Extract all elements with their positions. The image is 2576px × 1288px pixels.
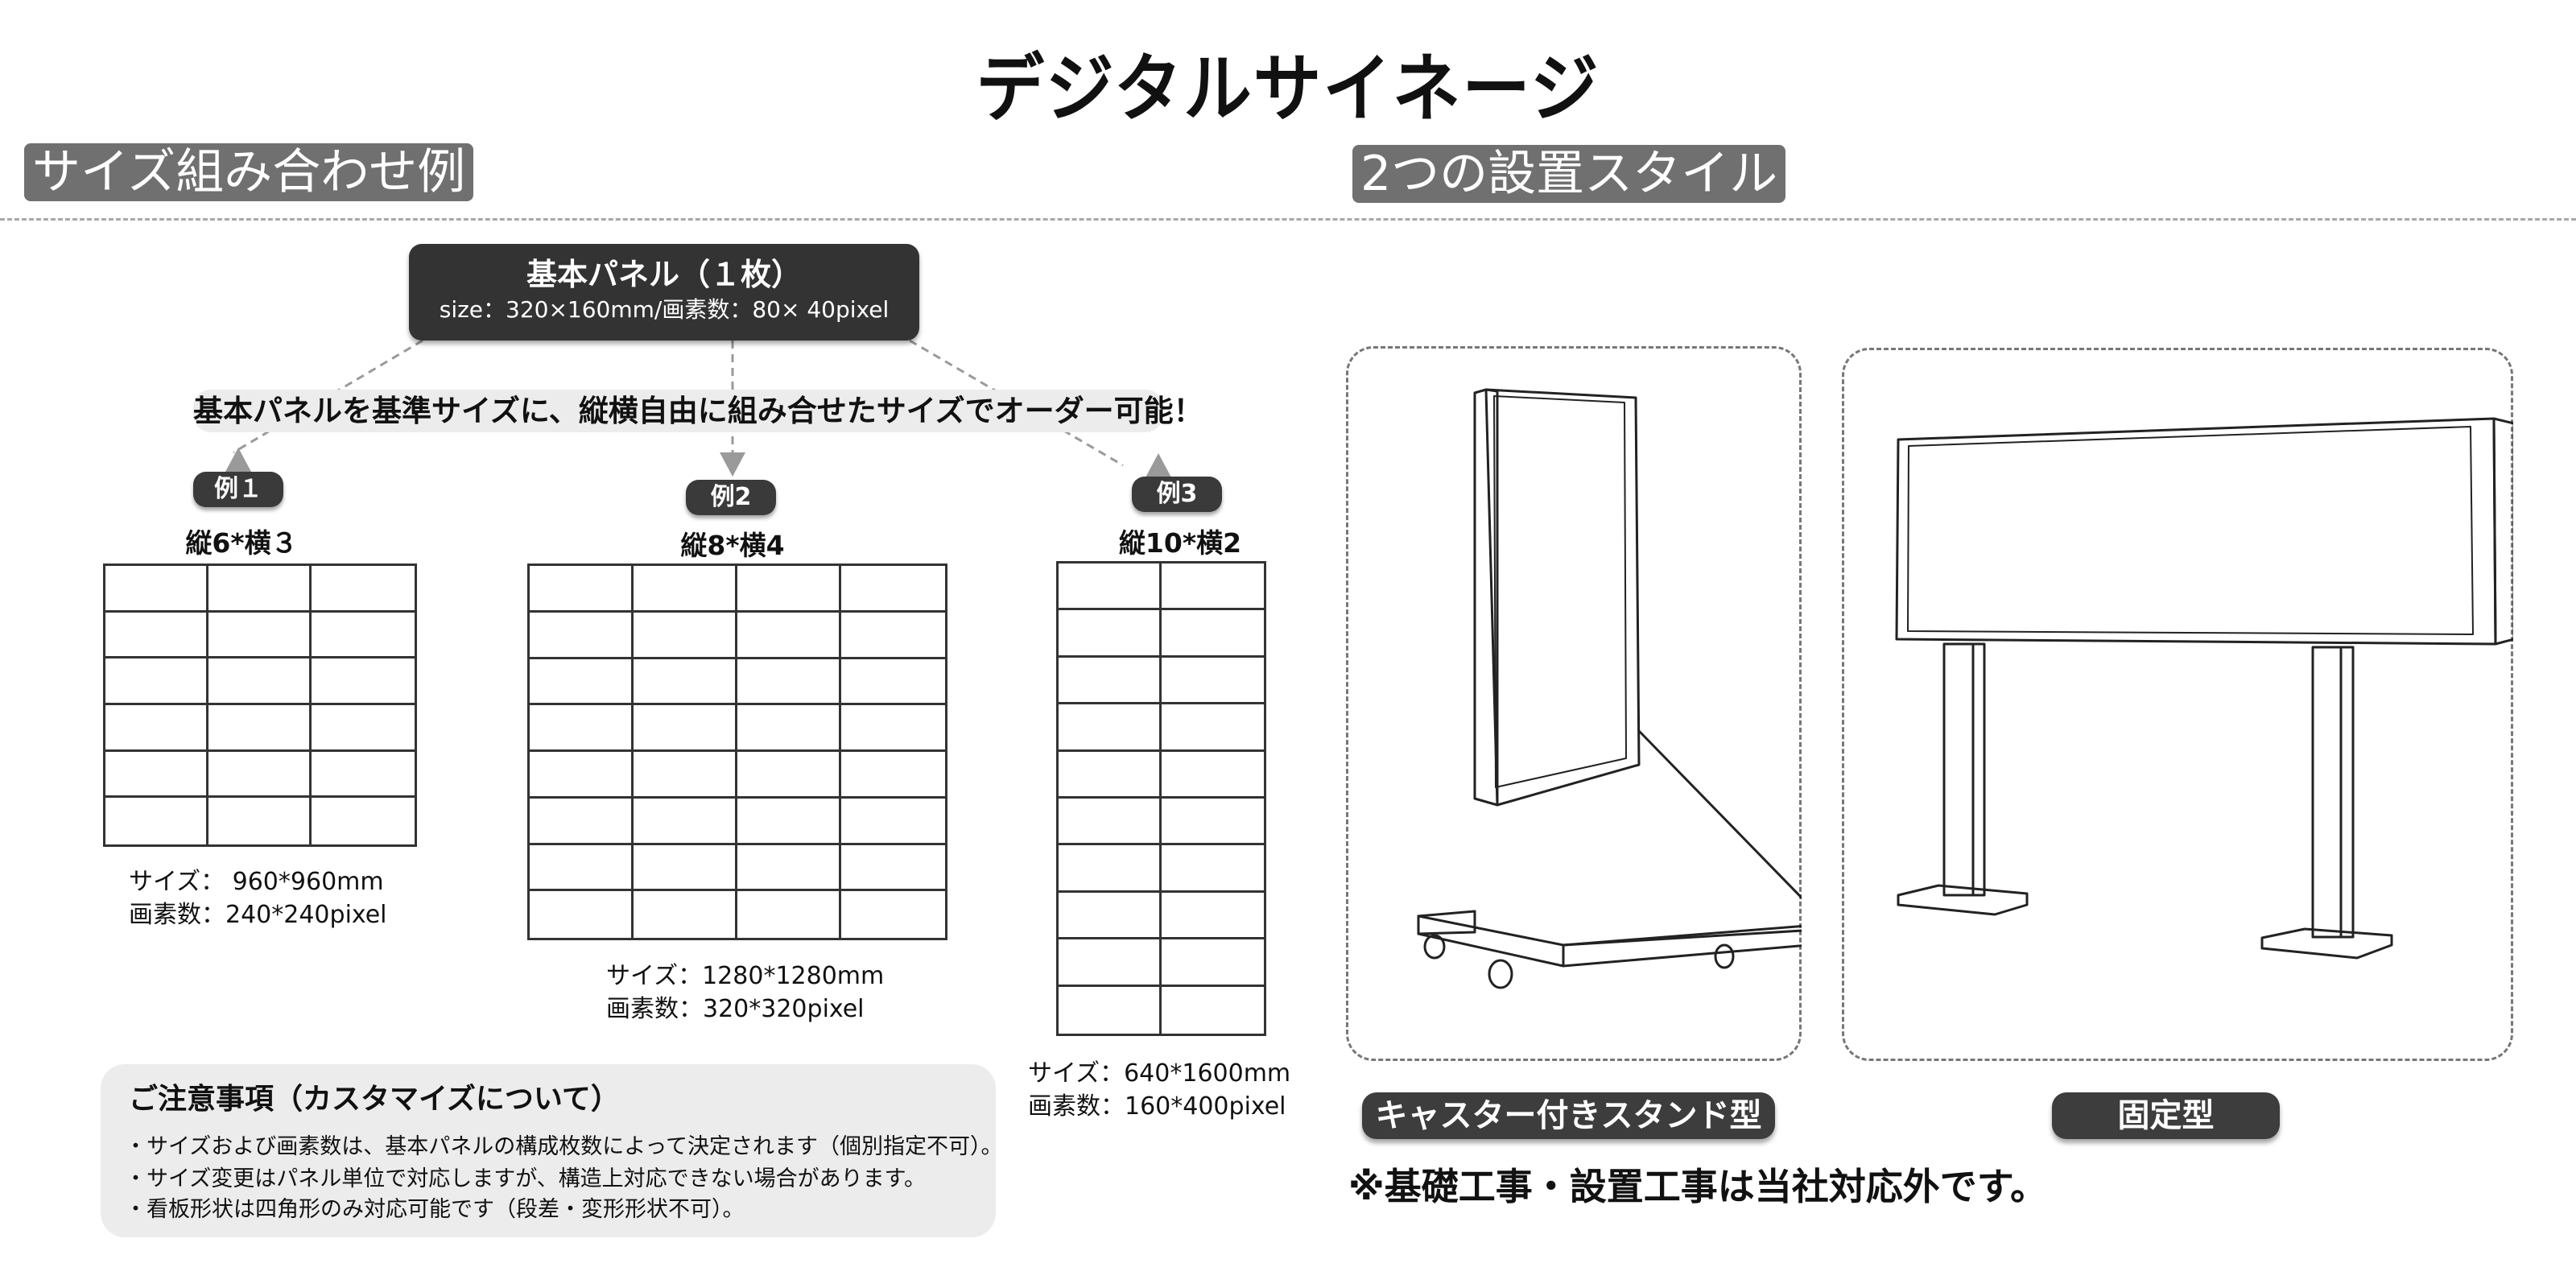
customization-notes: ご注意事項（カスタマイズについて） ・サイズおよび画素数は、基本パネルの構成枚数… bbox=[101, 1064, 1003, 1237]
order-banner: 基本パネルを基準サイズに、縦横自由に組み合せたサイズでオーダー可能！ bbox=[193, 390, 1203, 432]
example-3-size: サイズ：640*1600mm bbox=[1028, 1059, 1291, 1088]
example-3-badge: 例3 bbox=[1132, 477, 1222, 512]
example-1-panel-grid bbox=[103, 564, 417, 847]
arrow-up-icon bbox=[1146, 453, 1171, 477]
example-2-badge: 例2 bbox=[686, 480, 776, 515]
notes-line-3: ・看板形状は四角形のみ対応可能です（段差・変形形状不可）。 bbox=[125, 1197, 745, 1222]
example-3-caption: 縦10*横2 bbox=[1118, 527, 1242, 559]
page-title: デジタルサイネージ bbox=[976, 46, 1600, 132]
example-1-badge: 例１ bbox=[193, 472, 283, 507]
example-2-pixels: 画素数：320*320pixel bbox=[606, 995, 865, 1023]
example-1-pixels: 画素数：240*240pixel bbox=[129, 901, 387, 929]
example-1-caption: 縦6*横３ bbox=[185, 527, 298, 559]
example-2-size: サイズ：1280*1280mm bbox=[606, 962, 885, 990]
caster-stand-illustration-frame bbox=[1346, 346, 1802, 1061]
caster-stand-type-label: キャスター付きスタンド型 bbox=[1362, 1092, 1775, 1139]
notes-title: ご注意事項（カスタマイズについて） bbox=[129, 1083, 620, 1116]
section-divider bbox=[0, 218, 2576, 221]
base-panel-title: 基本パネル（１枚） bbox=[526, 257, 802, 292]
section-tag-size-examples: サイズ組み合わせ例 bbox=[24, 143, 474, 201]
example-3-panel-grid bbox=[1056, 561, 1266, 1036]
arrow-up-icon bbox=[225, 448, 251, 472]
arrow-down-icon bbox=[720, 452, 745, 477]
example-3-pixels: 画素数：160*400pixel bbox=[1028, 1092, 1286, 1121]
notes-line-2: ・サイズ変更はパネル単位で対応しますが、構造上対応できない場合があります。 bbox=[125, 1166, 926, 1191]
example-1-size: サイズ： 960*960mm bbox=[129, 868, 384, 896]
section-tag-install-styles: 2つの設置スタイル bbox=[1352, 145, 1786, 203]
fixed-post-signage-icon bbox=[1895, 417, 2513, 960]
example-2-caption: 縦8*横4 bbox=[680, 530, 785, 561]
fixed-type-illustration-frame bbox=[1842, 348, 2513, 1061]
fixed-type-label: 固定型 bbox=[2052, 1092, 2280, 1139]
caster-stand-signage-icon bbox=[1417, 388, 1802, 989]
example-2-panel-grid bbox=[527, 564, 947, 940]
notes-line-1: ・サイズおよび画素数は、基本パネルの構成枚数によって決定されます（個別指定不可）… bbox=[125, 1134, 1003, 1159]
installation-disclaimer: ※基礎工事・設置工事は当社対応外です。 bbox=[1348, 1165, 2048, 1208]
base-panel-spec: size：320×160mm/画素数：80× 40pixel bbox=[439, 296, 890, 323]
base-panel-card: 基本パネル（１枚） size：320×160mm/画素数：80× 40pixel bbox=[409, 244, 919, 341]
